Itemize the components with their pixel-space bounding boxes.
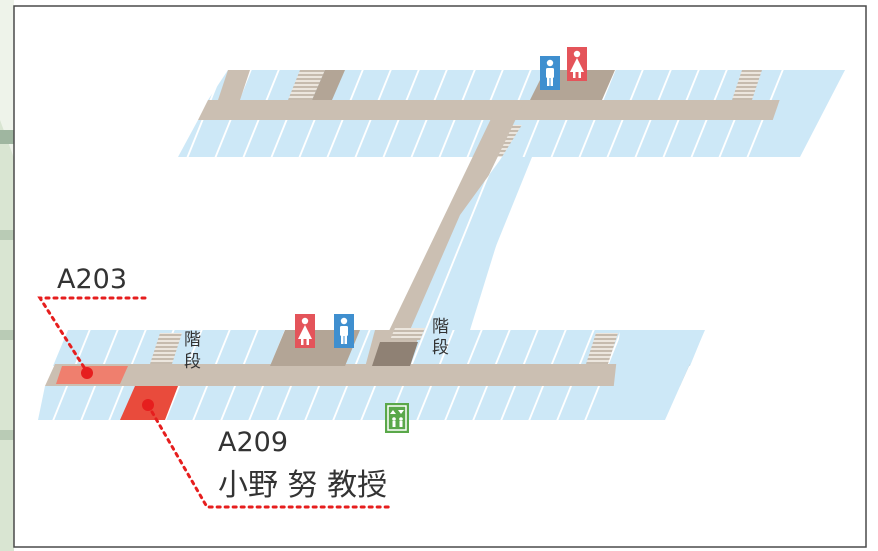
stairs-label-center: 段 bbox=[432, 338, 449, 358]
a209-marker-dot bbox=[142, 399, 154, 411]
connector-corridor bbox=[375, 100, 525, 360]
elevator-icon bbox=[385, 403, 409, 433]
stairs-label-center: 階 bbox=[432, 317, 449, 337]
stairs-icon bbox=[586, 333, 618, 364]
professor-name: 小野 努 教授 bbox=[218, 468, 387, 503]
male-restroom-icon bbox=[540, 56, 560, 90]
a203-leader bbox=[37, 296, 147, 374]
a203-marker-dot bbox=[81, 367, 93, 379]
male-restroom-icon bbox=[334, 314, 354, 348]
stairs-icon bbox=[288, 70, 325, 100]
room-label-a203: A203 bbox=[57, 264, 127, 295]
a209-leader bbox=[146, 403, 392, 509]
upper-back-rooms bbox=[208, 70, 845, 100]
stairs-label-left: 段 bbox=[184, 352, 201, 372]
connector-rooms bbox=[410, 120, 535, 330]
room-label-a209: A209 bbox=[218, 427, 288, 458]
stairs-icon bbox=[150, 333, 182, 364]
lower-front-rooms bbox=[38, 386, 680, 420]
connector-wing bbox=[375, 100, 535, 360]
female-restroom-icon bbox=[295, 314, 315, 348]
stairs-icon bbox=[732, 70, 762, 100]
female-restroom-icon bbox=[567, 47, 587, 81]
stairs-icon bbox=[390, 328, 425, 340]
lower-wing bbox=[38, 328, 705, 420]
stairs-label-left: 階 bbox=[184, 330, 201, 350]
